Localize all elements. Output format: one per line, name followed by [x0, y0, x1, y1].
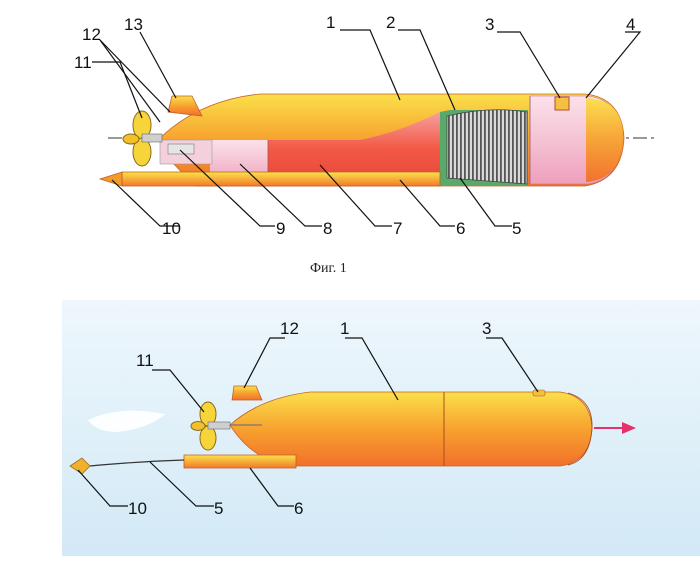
label-1: 1	[326, 13, 335, 32]
leader-8	[239, 163, 322, 227]
leader-fig2-3	[486, 337, 539, 393]
figure-1-caption: Фиг. 1	[310, 261, 347, 276]
tip-10	[98, 171, 123, 187]
label-5: 5	[512, 219, 521, 238]
leader-fig2-1	[345, 337, 399, 401]
fig2-label-5: 5	[214, 499, 223, 518]
cable-coil	[446, 109, 528, 185]
leader-fig2-12	[243, 337, 285, 389]
fig2-label-3: 3	[482, 319, 491, 338]
label-13: 13	[124, 15, 143, 34]
fig2-label-6: 6	[294, 499, 303, 518]
propeller-11	[122, 110, 163, 167]
label-2: 2	[386, 13, 395, 32]
direction-arrow	[594, 422, 636, 434]
fig2-label-11: 11	[136, 351, 154, 370]
label-8: 8	[323, 219, 332, 238]
section-red	[268, 112, 440, 184]
stabilizer-fin	[167, 95, 203, 117]
fig2-label-1: 1	[340, 319, 349, 338]
propeller-11-fig2	[190, 401, 231, 451]
label-10: 10	[162, 219, 181, 238]
leader-5	[459, 177, 512, 227]
pipe-6	[121, 171, 441, 187]
leader-11	[92, 61, 143, 119]
label-9: 9	[276, 219, 285, 238]
leader-12a	[99, 39, 161, 123]
leader-10	[111, 179, 180, 227]
leader-3	[497, 31, 561, 99]
fig2-label-10: 10	[128, 499, 147, 518]
leader-6	[399, 179, 455, 227]
leader-4	[585, 31, 642, 99]
pipe-6-fig2	[183, 454, 297, 469]
sensor-3	[554, 96, 570, 111]
label-7: 7	[393, 219, 402, 238]
label-6: 6	[456, 219, 465, 238]
leader-2	[398, 29, 456, 111]
leader-1	[340, 29, 401, 101]
tip-10-fig2	[69, 457, 91, 475]
leader-9	[179, 149, 275, 227]
label-3: 3	[485, 15, 494, 34]
stabilizer-fin-2	[231, 385, 263, 401]
figure-2: 12 1 3 11 10 5 6	[62, 300, 700, 556]
leader-fig2-6	[249, 467, 294, 507]
sensor-3-fig2	[532, 389, 546, 397]
cable-5	[89, 459, 185, 467]
leader-fig2-5	[149, 461, 214, 507]
leader-7	[319, 164, 392, 227]
leader-fig2-10	[77, 469, 128, 507]
label-4: 4	[626, 15, 635, 34]
leader-13	[139, 31, 177, 99]
figure-1: 1 2 3 4 5 6 7 8 9 10 11 12 13 Фиг. 1	[74, 13, 655, 276]
label-11: 11	[74, 53, 92, 72]
fig2-label-12: 12	[280, 319, 299, 338]
splash	[88, 410, 165, 432]
label-12: 12	[82, 25, 101, 44]
leader-fig2-11	[152, 369, 205, 413]
leader-12b	[99, 39, 171, 113]
